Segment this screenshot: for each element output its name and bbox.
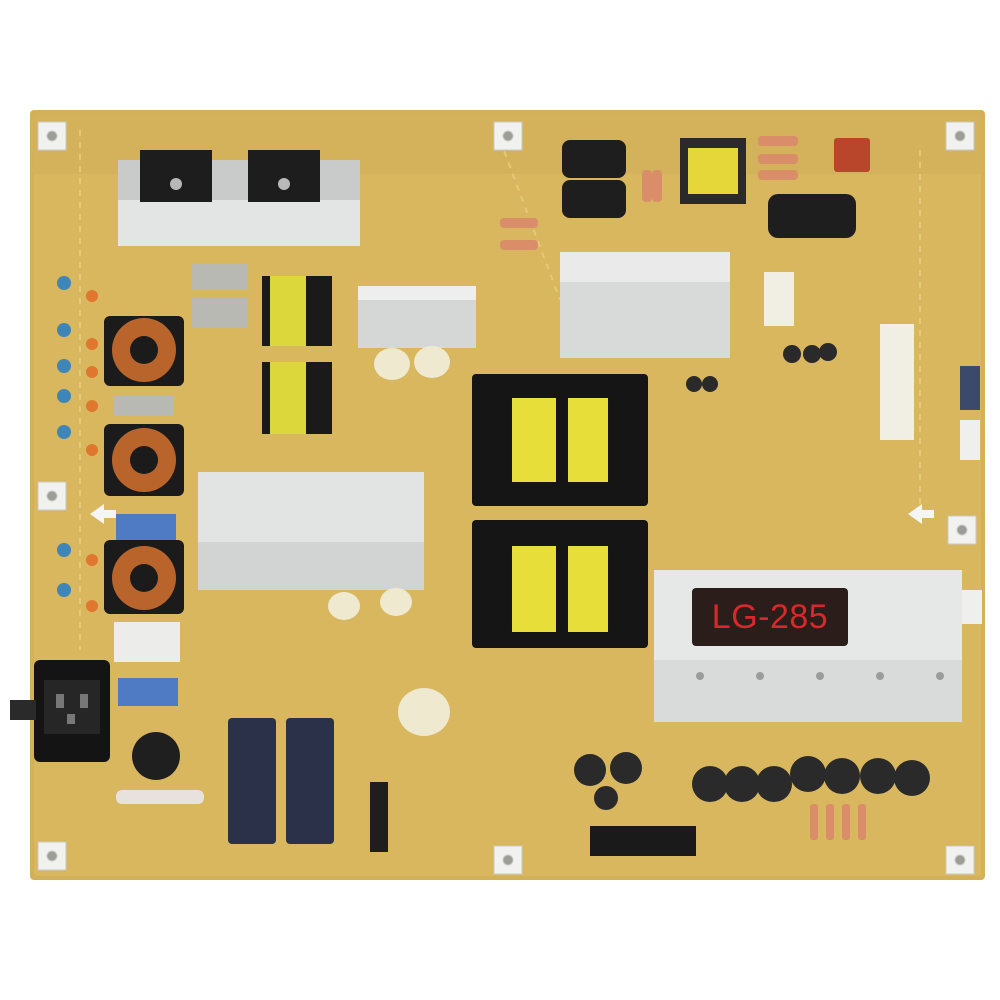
emi-chokes [104,316,184,614]
board-label: LG-285 [692,588,848,646]
ac-inlet [10,660,110,762]
silkscreen-label [764,272,914,440]
mounting-holes [37,121,977,875]
arrow-markers [90,504,934,524]
small-transformers [262,138,746,434]
main-transformers [472,374,648,648]
electrolytic-capacitors [132,140,930,844]
resistors [116,136,866,840]
white-coils [328,346,450,736]
y-capacitors [57,276,98,612]
red-capacitor [834,138,870,172]
film-capacitors [114,264,248,706]
heatsinks-center [198,252,730,590]
connectors [370,366,982,856]
heatsink-top-left [118,150,360,246]
